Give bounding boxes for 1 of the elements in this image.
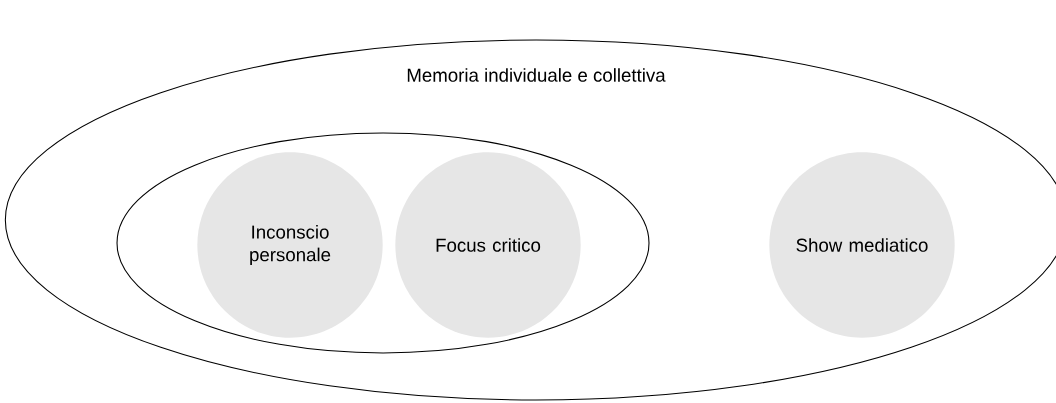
ellipse (116, 132, 650, 354)
